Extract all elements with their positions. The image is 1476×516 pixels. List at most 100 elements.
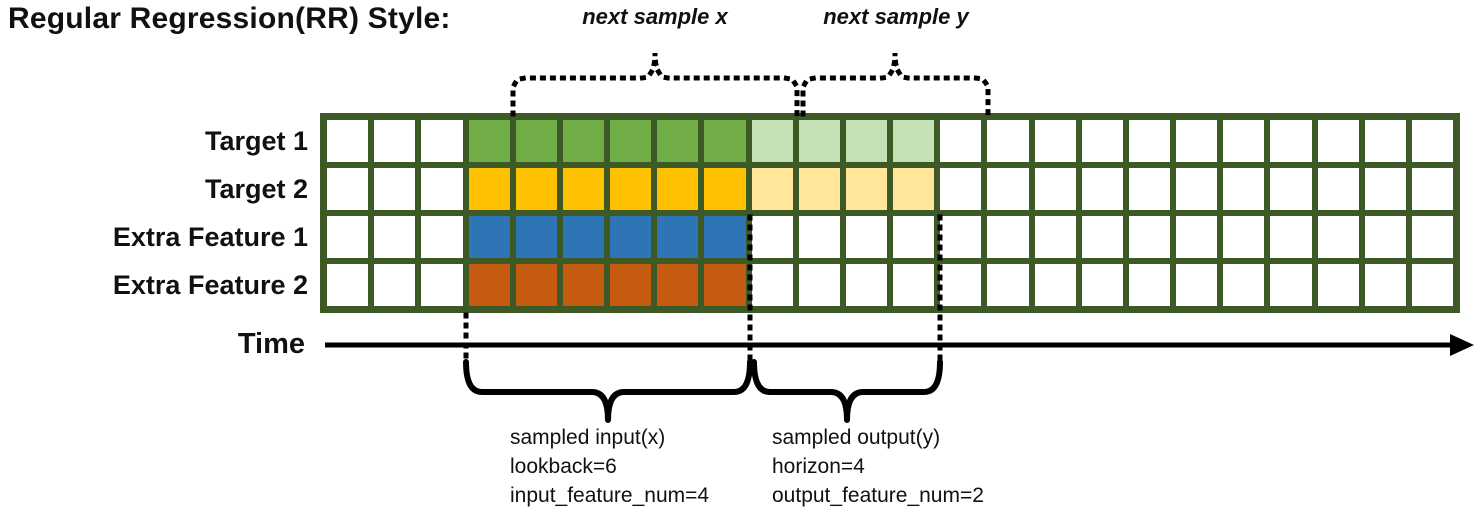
grid-cell (374, 216, 416, 258)
grid-cell (1081, 168, 1123, 210)
grid-cell (421, 120, 463, 162)
grid-cell (1317, 168, 1359, 210)
input-feature-num-value: input_feature_num=4 (510, 484, 710, 507)
grid-cell (515, 168, 557, 210)
grid-cell (1081, 264, 1123, 306)
sampled-input-title: sampled input(x) (510, 426, 666, 449)
grid-cell (1176, 168, 1218, 210)
grid-cell (845, 264, 887, 306)
grid-cell (421, 216, 463, 258)
time-axis-label: Time (237, 328, 305, 360)
horizon-value: horizon=4 (772, 455, 865, 478)
grid-cell (1034, 264, 1076, 306)
grid-cell (562, 120, 604, 162)
grid-cell (987, 120, 1029, 162)
grid-cell (1034, 120, 1076, 162)
grid-cell (1317, 264, 1359, 306)
output-feature-num-value: output_feature_num=2 (772, 484, 984, 507)
grid-cell (421, 264, 463, 306)
grid-cell (327, 216, 369, 258)
row-label-target-1: Target 1 (204, 126, 308, 156)
grid-cell (798, 120, 840, 162)
grid-cell (751, 120, 793, 162)
grid-cell (987, 264, 1029, 306)
grid-cell (1411, 168, 1453, 210)
grid-cell (1411, 264, 1453, 306)
grid-cell (1176, 216, 1218, 258)
grid-cell (1411, 120, 1453, 162)
grid-cell (562, 168, 604, 210)
grid-cell (1128, 120, 1170, 162)
time-axis-arrowhead-icon (1450, 334, 1474, 356)
next-sample-x-label: next sample x (582, 4, 728, 29)
grid-cell (893, 120, 935, 162)
grid-cell (1270, 120, 1312, 162)
grid-cell (1034, 216, 1076, 258)
grid-cell (1364, 264, 1406, 306)
grid-cell (845, 168, 887, 210)
grid-cell (798, 264, 840, 306)
grid-cell (657, 264, 699, 306)
grid-cell (610, 216, 652, 258)
grid-cell (940, 120, 982, 162)
grid-cell (374, 120, 416, 162)
grid-cell (1364, 216, 1406, 258)
grid-cell (1034, 168, 1076, 210)
grid-cell (562, 264, 604, 306)
grid-cell (562, 216, 604, 258)
grid-cell (751, 216, 793, 258)
grid-cell (327, 168, 369, 210)
grid-cell (610, 168, 652, 210)
grid-cell (940, 216, 982, 258)
grid-cell (515, 120, 557, 162)
grid-cell (327, 264, 369, 306)
grid-cell (327, 120, 369, 162)
row-label-target-2: Target 2 (204, 174, 308, 204)
grid-cell (1364, 168, 1406, 210)
grid-cell (468, 120, 510, 162)
grid-cell (987, 168, 1029, 210)
grid-cell (704, 168, 746, 210)
grid-cell (987, 216, 1029, 258)
sampled-input-note: sampled input(x) lookback=6 input_featur… (510, 423, 709, 510)
grid-cell (845, 216, 887, 258)
sampled-output-note: sampled output(y) horizon=4 output_featu… (772, 423, 984, 510)
grid-cell (893, 216, 935, 258)
grid-cell (1270, 168, 1312, 210)
grid-cell (1317, 120, 1359, 162)
grid-cell (940, 168, 982, 210)
time-series-grid (320, 113, 1460, 313)
grid-cell (1223, 264, 1265, 306)
grid-cell (798, 168, 840, 210)
sampled-output-brace (751, 359, 943, 423)
grid-cell (704, 120, 746, 162)
grid-cell (374, 168, 416, 210)
grid-cell (893, 264, 935, 306)
grid-cell (657, 168, 699, 210)
grid-cell (1364, 120, 1406, 162)
row-label-extra-feature-1: Extra Feature 1 (112, 222, 308, 252)
row-label-extra-feature-2: Extra Feature 2 (112, 270, 308, 300)
grid-cell (468, 216, 510, 258)
grid-cell (1223, 168, 1265, 210)
grid-cell (1270, 216, 1312, 258)
grid-cell (1128, 168, 1170, 210)
grid-cell (845, 120, 887, 162)
grid-cell (468, 168, 510, 210)
grid-cell (1081, 120, 1123, 162)
diagram-title: Regular Regression(RR) Style: (8, 2, 451, 35)
grid-cell (374, 264, 416, 306)
next-sample-y-label: next sample y (823, 4, 969, 29)
grid-cell (1223, 216, 1265, 258)
grid-cell (751, 264, 793, 306)
grid-cell (610, 264, 652, 306)
grid-cell (610, 120, 652, 162)
grid-cell (515, 216, 557, 258)
grid-cell (704, 264, 746, 306)
grid-cell (421, 168, 463, 210)
grid-cell (1176, 264, 1218, 306)
grid-cell (1128, 216, 1170, 258)
grid-cell (893, 168, 935, 210)
next-sample-x-brace (510, 52, 800, 117)
grid-cell (704, 216, 746, 258)
